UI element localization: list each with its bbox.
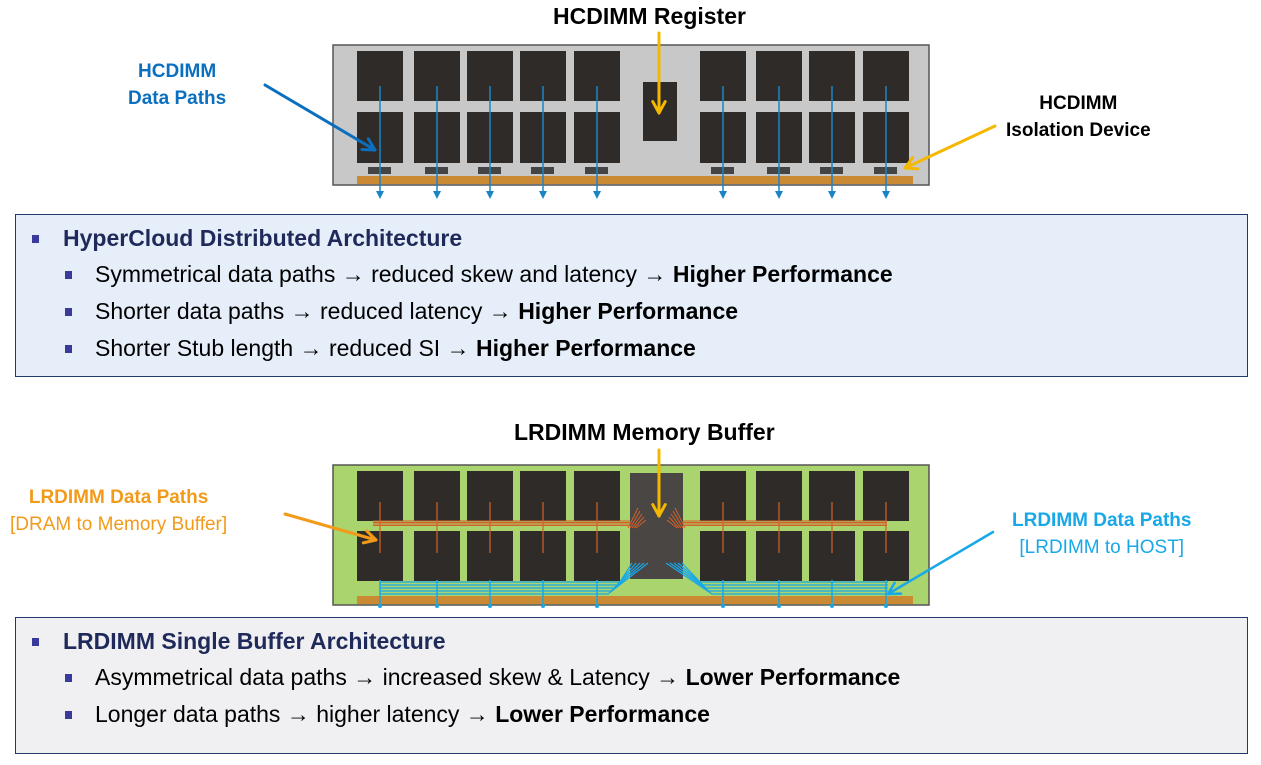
hcdimm-isolation-line1: HCDIMM xyxy=(1039,93,1118,114)
panel-item-text: Shorter Stub length → reduced SI → xyxy=(95,335,476,361)
panel-item: Shorter data paths → reduced latency → H… xyxy=(95,298,738,325)
bullet-icon xyxy=(65,674,72,682)
panel-item-emphasis: Lower Performance xyxy=(495,701,710,727)
callout-arrows xyxy=(263,31,997,596)
host-bus-line xyxy=(673,562,888,589)
dram-paths-arrow-shaft xyxy=(283,512,378,542)
buffer-arrow-head xyxy=(651,503,667,518)
panel-item-emphasis: Higher Performance xyxy=(475,335,696,361)
host-path-end xyxy=(378,604,382,608)
host-path-end xyxy=(721,604,725,608)
panel-item-text: Shorter data paths → reduced latency → xyxy=(95,298,519,324)
fan-in-left xyxy=(635,519,647,529)
lrdimm-dram-paths-title: LRDIMM Data Paths xyxy=(28,487,209,508)
host-paths-arrow-shaft xyxy=(886,530,995,596)
panel-item-emphasis: Higher Performance xyxy=(672,261,893,287)
fan-in-right xyxy=(668,516,680,529)
lrdimm-dram-paths-label: LRDIMM Data Paths [DRAM to Memory Buffer… xyxy=(10,484,227,538)
fan-in-right xyxy=(674,507,686,529)
panel-item: Symmetrical data paths → reduced skew an… xyxy=(95,261,893,288)
fan-in-left xyxy=(627,507,639,529)
host-bus-line xyxy=(380,562,649,595)
fan-in-left xyxy=(629,510,641,529)
isolation-arrow-head xyxy=(903,156,920,171)
hcdimm-data-paths-arrow-shaft xyxy=(263,83,377,152)
host-path-end xyxy=(488,604,492,608)
host-paths-arrow-head xyxy=(886,581,903,596)
hcdimm-data-paths-label: HCDIMM Data Paths xyxy=(128,58,226,112)
hcdimm-isolation-line2: Isolation Device xyxy=(1006,120,1151,141)
lrdimm-host-paths-sub: [LRDIMM to HOST] xyxy=(1019,537,1185,558)
hcdimm-data-paths-arrow-head xyxy=(360,137,377,152)
lrdimm-host-paths-title: LRDIMM Data Paths xyxy=(1012,510,1192,531)
lrdimm-architecture-panel: LRDIMM Single Buffer Architecture Asymme… xyxy=(15,617,1248,754)
host-path-end xyxy=(830,604,834,608)
lrdimm-host-paths-label: LRDIMM Data Paths [LRDIMM to HOST] xyxy=(1012,507,1191,561)
isolation-arrow-shaft xyxy=(903,124,997,170)
lrdimm-buffer-label: LRDIMM Memory Buffer xyxy=(514,419,775,445)
panel-item-emphasis: Lower Performance xyxy=(685,664,901,690)
host-paths-arrow xyxy=(886,530,995,596)
fan-in-right xyxy=(666,519,678,529)
panel-item: Asymmetrical data paths → increased skew… xyxy=(95,664,900,691)
host-path-end xyxy=(595,604,599,608)
hypercloud-architecture-panel: HyperCloud Distributed Architecture Symm… xyxy=(15,214,1248,377)
panel-item-text: Symmetrical data paths → reduced skew an… xyxy=(95,261,673,287)
dram-paths-arrow-head xyxy=(361,529,378,545)
dram-paths-arrow xyxy=(283,512,378,545)
hcdimm-data-paths-line1: HCDIMM xyxy=(138,61,217,82)
hcdimm-data-paths-line2: Data Paths xyxy=(128,88,227,109)
lrdimm-module xyxy=(332,464,930,608)
bullet-icon xyxy=(32,638,39,646)
fan-in-left xyxy=(631,513,643,529)
bullet-icon xyxy=(32,235,39,243)
panel-heading: HyperCloud Distributed Architecture xyxy=(63,225,463,251)
host-bus-line xyxy=(665,562,888,595)
host-path-end xyxy=(435,604,439,608)
hcdimm-isolation-label: HCDIMM Isolation Device xyxy=(1006,90,1151,144)
hcdimm-register-label: HCDIMM Register xyxy=(553,3,746,29)
panel-item-text: Asymmetrical data paths → increased skew… xyxy=(95,664,686,690)
bullet-icon xyxy=(65,308,72,316)
panel-item-emphasis: Higher Performance xyxy=(518,298,739,324)
host-path-end xyxy=(777,604,781,608)
panel-item: Longer data paths → higher latency → Low… xyxy=(95,701,710,728)
gold-contacts xyxy=(357,176,913,184)
bullet-icon xyxy=(65,711,72,719)
gold-contacts xyxy=(357,596,913,604)
buffer-arrow xyxy=(651,448,667,518)
isolation-arrow xyxy=(903,124,997,171)
fan-in-left xyxy=(633,516,645,529)
host-bus-line xyxy=(669,562,888,592)
panel-heading: LRDIMM Single Buffer Architecture xyxy=(63,628,446,654)
host-path-end xyxy=(541,604,545,608)
panel-item-text: Longer data paths → higher latency → xyxy=(95,701,496,727)
hcdimm-data-paths-arrow xyxy=(263,83,377,152)
register-arrow-head xyxy=(651,100,667,115)
bullet-icon xyxy=(65,271,72,279)
register-arrow xyxy=(651,31,667,115)
hcdimm-module xyxy=(332,44,930,199)
host-path-end xyxy=(884,604,888,608)
fan-in-right xyxy=(672,510,684,529)
panel-item: Shorter Stub length → reduced SI → Highe… xyxy=(95,335,696,362)
lrdimm-dram-paths-sub: [DRAM to Memory Buffer] xyxy=(10,514,228,535)
fan-in-right xyxy=(670,513,682,529)
bullet-icon xyxy=(65,345,72,353)
